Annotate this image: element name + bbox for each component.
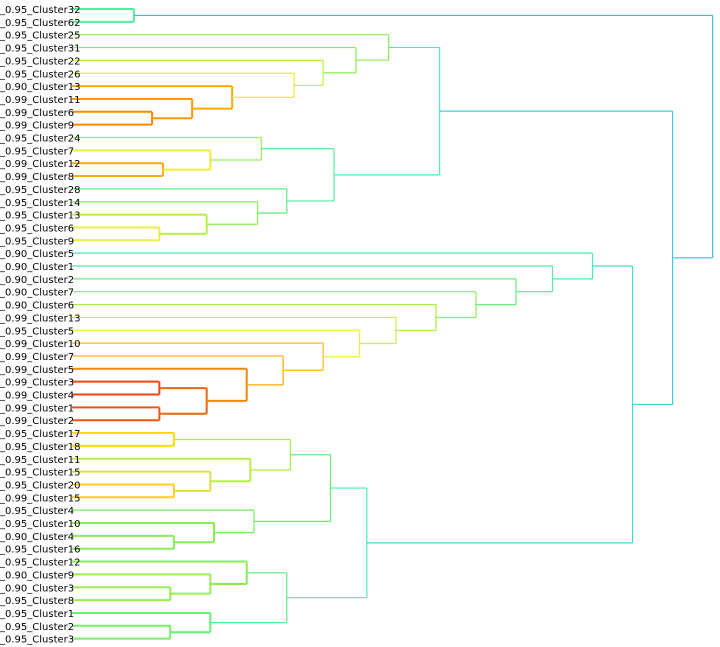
- leaf-label: _0.95_Cluster9: [0, 236, 74, 247]
- merge-link-n38: [72, 509, 255, 534]
- leaf-label: _0.95_Cluster1: [0, 609, 74, 620]
- leaf-label: _0.90_Cluster9: [0, 570, 74, 581]
- leaf-label: _0.95_Cluster15: [0, 468, 80, 479]
- leaf-label: _0.95_Cluster10: [0, 519, 80, 530]
- merge-link-n22: [72, 355, 284, 386]
- leaf-label: _0.99_Cluster3: [0, 378, 74, 389]
- leaf-label: _0.99_Cluster12: [0, 159, 80, 170]
- leaf-label: _0.99_Cluster11: [0, 95, 80, 106]
- leaf-label: _0.99_Cluster4: [0, 391, 74, 402]
- merge-link-n1: [72, 8, 135, 23]
- leaf-label: _0.90_Cluster5: [0, 249, 74, 260]
- leaf-label: _0.95_Cluster20: [0, 480, 80, 491]
- leaf-label: _0.95_Cluster5: [0, 326, 74, 337]
- leaf-labels: _0.95_Cluster32 _0.95_Cluster62 _0.95_Clus…: [0, 5, 80, 646]
- leaf-label: _0.99_Cluster13: [0, 313, 80, 324]
- merge-link-n33: [72, 470, 212, 492]
- merge-link-n17: [334, 46, 441, 176]
- merge-link-n2: [72, 110, 154, 126]
- leaf-label: _0.95_Cluster24: [0, 134, 80, 145]
- leaf-label: _0.95_Cluster62: [0, 18, 80, 29]
- merge-link-n16: [261, 148, 335, 202]
- merge-link-n3: [72, 97, 194, 120]
- leaf-label: _0.95_Cluster28: [0, 185, 80, 196]
- leaf-label: _0.95_Cluster2: [0, 622, 74, 633]
- dendrogram-links: [72, 8, 714, 640]
- leaf-label: _0.95_Cluster8: [0, 596, 74, 607]
- merge-link-n41: [72, 573, 212, 595]
- merge-link-n12: [72, 226, 161, 242]
- leaf-label: _0.99_Cluster1: [0, 403, 74, 414]
- leaf-label: _0.90_Cluster6: [0, 301, 74, 312]
- leaf-label: _0.95_Cluster13: [0, 211, 80, 222]
- leaf-label: _0.90_Cluster7: [0, 288, 74, 299]
- leaf-label: _0.95_Cluster3: [0, 635, 74, 646]
- merge-link-n11: [72, 136, 262, 161]
- leaf-label: _0.99_Cluster2: [0, 416, 74, 427]
- merge-link-n34: [72, 457, 252, 483]
- leaf-label: _0.95_Cluster7: [0, 146, 74, 157]
- merge-link-n37: [72, 522, 215, 544]
- merge-link-n45: [210, 572, 288, 624]
- leaf-label: _0.90_Cluster2: [0, 275, 74, 286]
- leaf-label: _0.99_Cluster5: [0, 365, 74, 376]
- merge-link-n39: [254, 454, 332, 522]
- leaf-label: _0.95_Cluster17: [0, 429, 80, 440]
- leaf-label: _0.95_Cluster6: [0, 223, 74, 234]
- merge-link-n35: [173, 438, 291, 471]
- leaf-label: _0.95_Cluster32: [0, 5, 80, 16]
- merge-link-n18: [72, 380, 161, 396]
- merge-link-n23: [72, 342, 324, 372]
- leaf-label: _0.95_Cluster22: [0, 56, 80, 67]
- leaf-label: _0.95_Cluster25: [0, 31, 80, 42]
- merge-link-n9: [72, 162, 164, 178]
- merge-link-n31: [72, 432, 175, 447]
- leaf-label: _0.95_Cluster26: [0, 69, 80, 80]
- leaf-label: _0.95_Cluster18: [0, 442, 80, 453]
- merge-link-n10: [72, 149, 212, 171]
- merge-link-n15: [72, 188, 288, 214]
- leaf-label: _0.99_Cluster8: [0, 172, 74, 183]
- leaf-label: _0.95_Cluster11: [0, 455, 80, 466]
- leaf-label: _0.99_Cluster10: [0, 339, 80, 350]
- leaf-label: _0.95_Cluster16: [0, 545, 80, 556]
- merge-link-n32: [72, 483, 175, 499]
- leaf-label: _0.95_Cluster14: [0, 198, 80, 209]
- leaf-label: _0.99_Cluster6: [0, 108, 74, 119]
- leaf-label: _0.99_Cluster7: [0, 352, 74, 363]
- leaf-label: _0.95_Cluster12: [0, 558, 80, 569]
- merge-link-n20: [159, 387, 208, 415]
- leaf-label: _0.99_Cluster9: [0, 121, 74, 132]
- leaf-label: _0.90_Cluster13: [0, 82, 80, 93]
- leaf-label: _0.90_Cluster1: [0, 262, 74, 273]
- merge-link-n43: [72, 624, 172, 640]
- leaf-label: _0.95_Cluster31: [0, 44, 80, 55]
- leaf-label: _0.95_Cluster4: [0, 506, 74, 517]
- leaf-label: _0.90_Cluster4: [0, 532, 74, 543]
- merge-link-n19: [72, 406, 161, 422]
- merge-link-n48: [439, 110, 674, 406]
- merge-link-n40: [72, 586, 172, 602]
- leaf-label: _0.90_Cluster3: [0, 583, 74, 594]
- merge-link-n47: [366, 265, 634, 544]
- merge-link-n4: [72, 85, 234, 110]
- merge-link-n46: [286, 487, 368, 599]
- merge-link-n14: [72, 201, 259, 225]
- merge-link-n49: [133, 14, 714, 259]
- merge-link-n36: [72, 534, 175, 550]
- merge-link-n42: [72, 560, 248, 586]
- merge-link-n44: [72, 611, 212, 634]
- merge-link-n13: [72, 213, 208, 235]
- leaf-label: _0.99_Cluster15: [0, 493, 80, 504]
